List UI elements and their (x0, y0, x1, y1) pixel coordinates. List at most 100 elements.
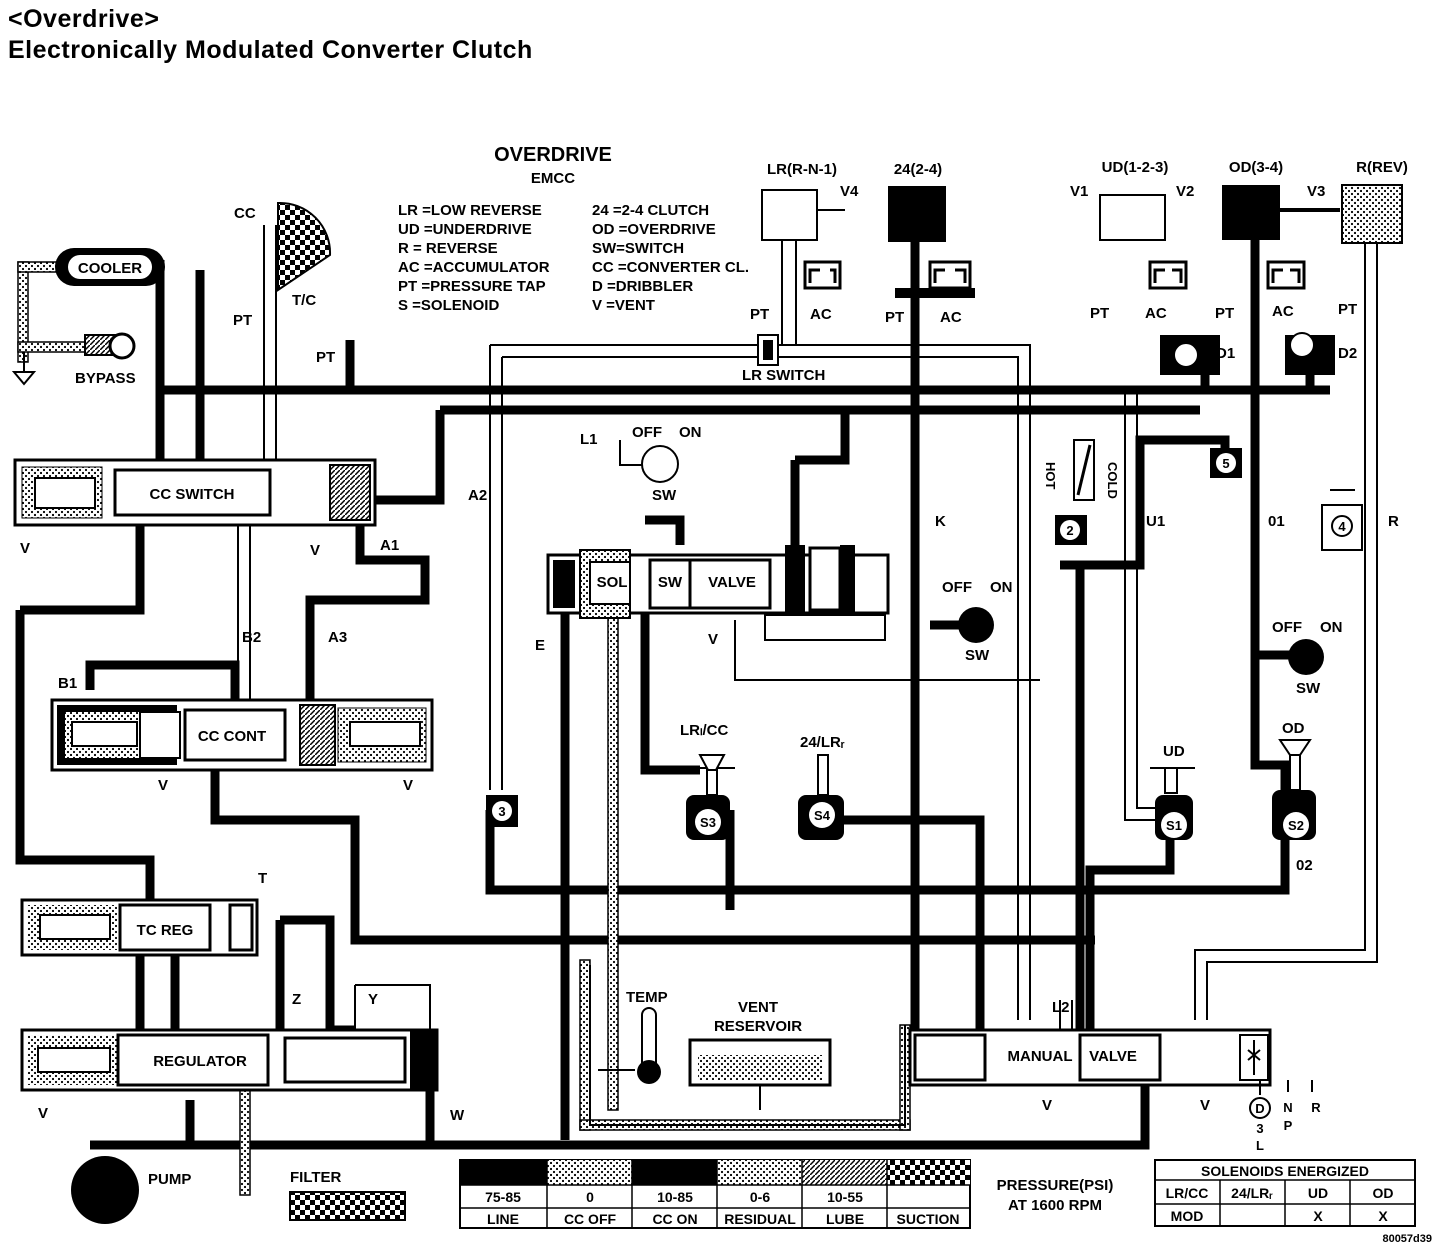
r-label: R (1388, 513, 1399, 530)
pressure-value-residual: 0-6 (750, 1189, 770, 1205)
pressure-name-residual: RESIDUAL (724, 1211, 796, 1227)
l2-label: L2 (1052, 999, 1070, 1016)
cc-label: CC (234, 205, 256, 222)
sw-label-3: SW (1296, 680, 1321, 697)
v2-label: V2 (1176, 183, 1194, 200)
pressure-caption-1: PRESSURE(PSI) (997, 1177, 1114, 1194)
cooler-label: COOLER (78, 260, 142, 277)
off-label-1: OFF (632, 424, 662, 441)
pressure-value-cc-off: 0 (586, 1189, 594, 1205)
legend-left-6: S =SOLENOID (398, 297, 499, 314)
on-label-1: ON (679, 424, 702, 441)
clutch-ud-label: UD(1-2-3) (1102, 159, 1169, 176)
y-label: Y (368, 991, 378, 1008)
l1-label: L1 (580, 431, 598, 448)
a2-label: A2 (468, 487, 487, 504)
legend-left-4: AC =ACCUMULATOR (398, 259, 550, 276)
solenoid-s4: 24/LRᵣ S4 (798, 734, 845, 840)
lr-switch-label: LR SWITCH (742, 367, 825, 384)
vent-label-1: V (20, 540, 30, 557)
clutch-od-label: OD(3-4) (1229, 159, 1283, 176)
legend-right-2: OD =OVERDRIVE (592, 221, 716, 238)
solenoid-col-ud: UD (1308, 1185, 1328, 1201)
u1-label: U1 (1146, 513, 1165, 530)
pressure-value-line: 75-85 (485, 1189, 521, 1205)
valve-label: VALVE (708, 574, 756, 591)
v3-label: V3 (1307, 183, 1325, 200)
solenoid-row-ud: X (1313, 1208, 1323, 1224)
o2-label: 02 (1296, 857, 1313, 874)
sol-label: SOL (597, 574, 628, 591)
ac-label-ud: AC (1145, 305, 1167, 322)
check-ball-2: 2 (1066, 523, 1073, 538)
pressure-switch-1: OFF ON SW (619, 424, 702, 504)
gear-3: 3 (1256, 1121, 1263, 1136)
b2-label: B2 (242, 629, 261, 646)
figure-id: 80057d39 (1382, 1233, 1432, 1245)
a1-label: A1 (380, 537, 399, 554)
s2-label: S2 (1288, 818, 1304, 833)
filter-label: FILTER (290, 1169, 342, 1186)
gear-r: R (1311, 1100, 1321, 1115)
vent-reservoir-label-1: VENT (738, 999, 778, 1016)
solenoid-row-od: X (1378, 1208, 1388, 1224)
pressure-name-cc-on: CC ON (652, 1211, 697, 1227)
sw-label: SW (658, 574, 683, 591)
manual-label: MANUAL (1008, 1048, 1073, 1065)
clutch-rev: R(REV) PT (1338, 159, 1408, 318)
pressure-value-lube: 10-55 (827, 1189, 863, 1205)
legend-left-1: LR =LOW REVERSE (398, 202, 542, 219)
tc-label: T/C (292, 292, 316, 309)
torque-converter: CC T/C PT PT (233, 201, 335, 366)
sw-label-1: SW (652, 487, 677, 504)
e-label: E (535, 637, 545, 654)
pressure-name-cc-off: CC OFF (564, 1211, 617, 1227)
page-title: <Overdrive> Electronically Modulated Con… (8, 4, 533, 66)
cc-switch-label: CC SWITCH (150, 486, 235, 503)
legend-right-6: V =VENT (592, 297, 655, 314)
solenoid-table-heading: SOLENOIDS ENERGIZED (1201, 1163, 1369, 1179)
solenoid-s2: OD S2 02 (1272, 720, 1316, 874)
vent-label-2: V (310, 542, 320, 559)
tc-regulator-valve: TC REG T (20, 870, 267, 957)
pt-label-tc-1: PT (233, 312, 252, 329)
ac-label-od: AC (1272, 303, 1294, 320)
gear-position-indicator: D 3 L N P R (1249, 1080, 1321, 1153)
legend-left-3: R = REVERSE (398, 240, 498, 257)
solenoids-energized-table: SOLENOIDS ENERGIZED LR/CC 24/LRᵣ UD OD M… (1154, 1159, 1416, 1227)
thermal-valve: HOT COLD 2 U1 01 R (1043, 439, 1399, 545)
gear-n: N (1283, 1100, 1292, 1115)
gear-l: L (1256, 1138, 1264, 1153)
vent-label-6: V (708, 631, 718, 648)
line-pressure-passages (15, 230, 1330, 1150)
heading-line-2: EMCC (531, 170, 575, 187)
solenoid-col-24lr: 24/LRᵣ (1231, 1185, 1273, 1201)
b1-label: B1 (58, 675, 77, 692)
a3-label: A3 (328, 629, 347, 646)
ac-label-24: AC (940, 309, 962, 326)
vent-label-3: V (158, 777, 168, 794)
k-label: K (935, 513, 946, 530)
pressure-regulator-valve: REGULATOR Z Y W V (20, 991, 465, 1124)
vent-label-4: V (403, 777, 413, 794)
solenoid-switch-valve: SOL SW VALVE V L1 E K (535, 431, 946, 654)
manual-valve: MANUAL VALVE L2 V V (908, 999, 1272, 1114)
legend-right-1: 24 =2-4 CLUTCH (592, 202, 709, 219)
clutch-ud: UD(1-2-3) V1 V2 PT AC D1 (1070, 159, 1235, 375)
check-ball-4: 4 (1338, 519, 1346, 534)
check-ball-3: 3 (498, 804, 505, 819)
tc-reg-label: TC REG (137, 922, 194, 939)
v4-label: V4 (840, 183, 859, 200)
legend-left-2: UD =UNDERDRIVE (398, 221, 532, 238)
title-line-1: <Overdrive> (8, 5, 160, 33)
solenoid-s3: LRₗ/CC S3 (680, 722, 735, 840)
pressure-name-suction: SUCTION (897, 1211, 960, 1227)
hot-label: HOT (1043, 462, 1058, 490)
cc-cont-label: CC CONT (198, 728, 266, 745)
clutch-lr-label: LR(R-N-1) (767, 161, 837, 178)
legend-left-5: PT =PRESSURE TAP (398, 278, 546, 295)
gear-d: D (1255, 1101, 1264, 1116)
pressure-legend-table: 75-85 0 10-85 0-6 10-55 LINE CC OFF CC O… (459, 1159, 1114, 1229)
solenoid-s1: UD S1 (1150, 743, 1195, 840)
pt-label-ud: PT (1090, 305, 1109, 322)
